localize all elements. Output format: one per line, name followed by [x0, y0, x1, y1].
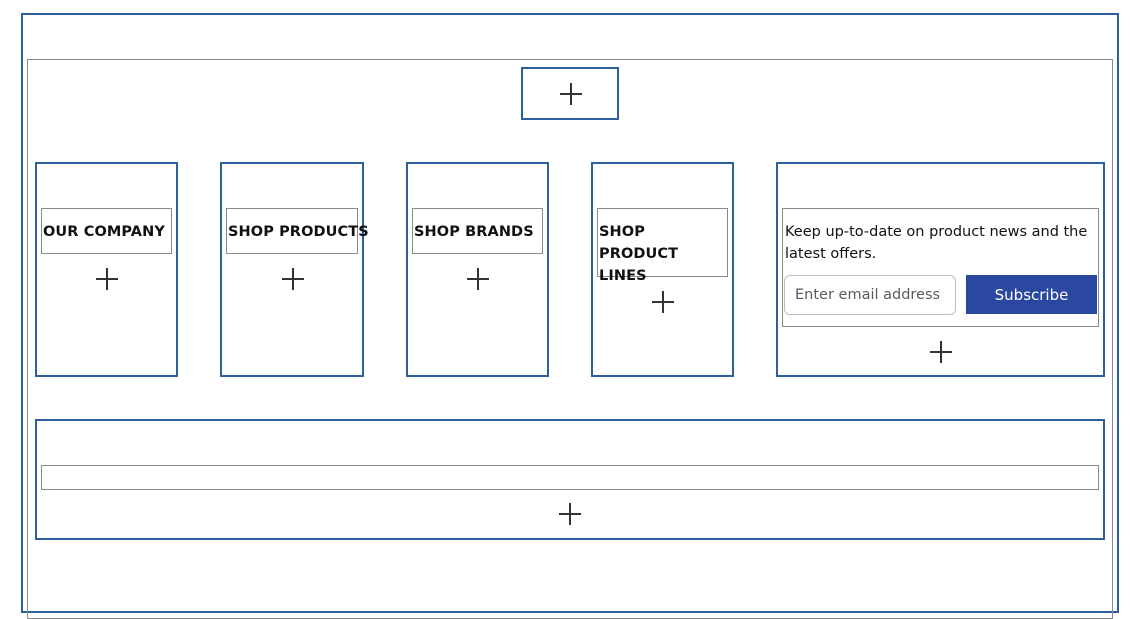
email-input[interactable]	[784, 275, 956, 315]
subscribe-button[interactable]: Subscribe	[966, 275, 1097, 314]
column-shop-products: SHOP PRODUCTS	[220, 162, 369, 377]
plus-icon[interactable]	[652, 291, 674, 313]
column-shop-brands: SHOP BRANDS	[406, 162, 549, 377]
plus-icon[interactable]	[467, 268, 489, 290]
plus-icon[interactable]	[96, 268, 118, 290]
plus-icon[interactable]	[559, 503, 581, 525]
heading-text: SHOP PRODUCT LINES	[599, 224, 679, 284]
column-heading[interactable]: OUR COMPANY	[41, 208, 172, 254]
column-heading[interactable]: SHOP PRODUCTS	[226, 208, 369, 254]
plus-icon[interactable]	[282, 268, 304, 290]
newsletter-block[interactable]: Keep up-to-date on product news and the …	[782, 208, 1099, 327]
plus-icon[interactable]	[930, 341, 952, 363]
column-heading[interactable]: SHOP BRANDS	[412, 208, 543, 254]
column-newsletter: Keep up-to-date on product news and the …	[776, 162, 1105, 377]
column-shop-product-lines: SHOP PRODUCT LINES	[591, 162, 734, 377]
heading-text: OUR COMPANY	[43, 224, 165, 240]
empty-block[interactable]	[41, 465, 1099, 490]
heading-text: SHOP PRODUCTS	[228, 224, 369, 240]
column-our-company: OUR COMPANY	[35, 162, 178, 377]
add-section-top[interactable]	[521, 67, 619, 120]
bottom-section	[35, 419, 1105, 540]
plus-icon[interactable]	[560, 83, 582, 105]
heading-text: SHOP BRANDS	[414, 224, 534, 240]
column-heading[interactable]: SHOP PRODUCT LINES	[597, 208, 728, 284]
newsletter-text: Keep up-to-date on product news and the …	[785, 224, 1088, 262]
